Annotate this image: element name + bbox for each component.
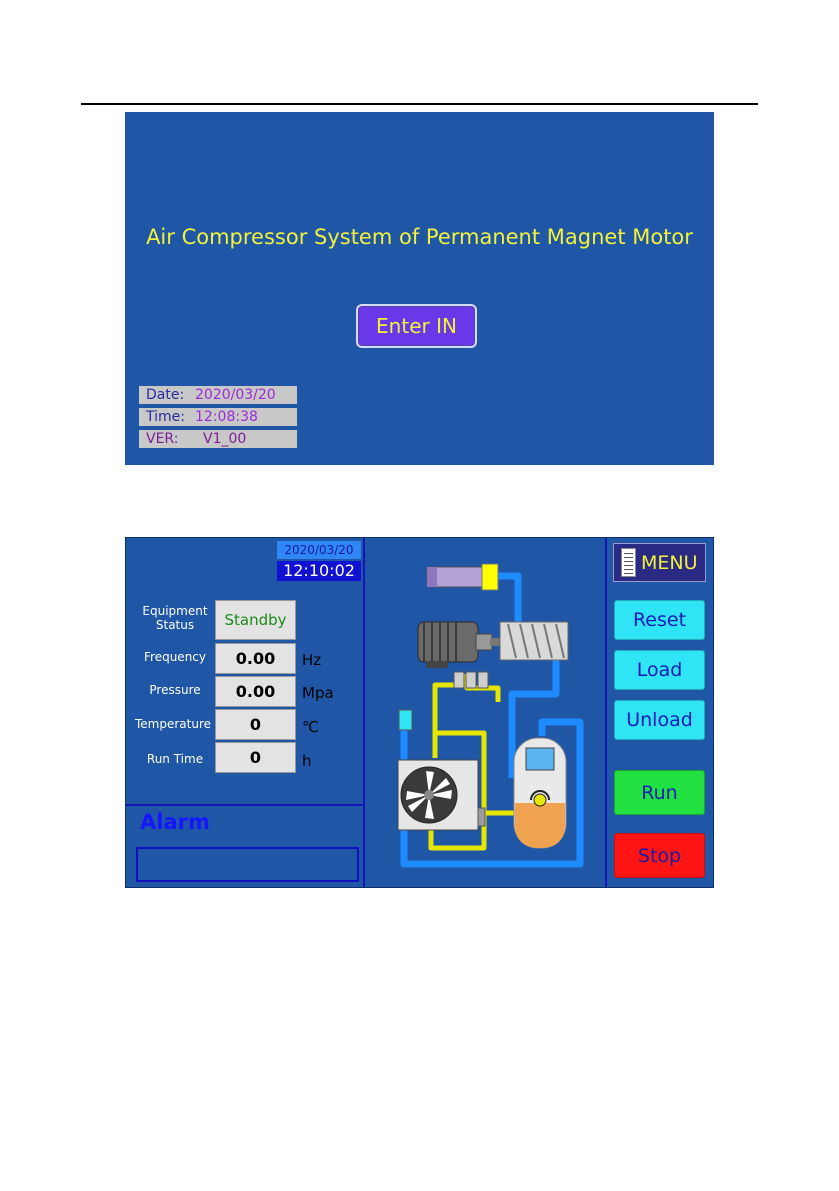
date-row: Date: 2020/03/20 <box>139 386 297 404</box>
frequency-value: 0.00 <box>215 643 296 674</box>
process-diagram <box>366 538 606 887</box>
cooling-fan-icon <box>398 760 485 830</box>
page-header-rule <box>81 103 758 105</box>
motor-icon <box>418 622 500 668</box>
equipment-status-value: Standby <box>215 600 296 640</box>
runtime-unit: h <box>302 752 312 770</box>
frequency-label: Frequency <box>136 650 214 664</box>
date-value: 2020/03/20 <box>195 386 276 404</box>
runtime-value: 0 <box>215 742 296 773</box>
load-button[interactable]: Load <box>614 650 705 690</box>
sensor-icon <box>399 710 412 730</box>
main-date: 2020/03/20 <box>277 541 361 559</box>
valve-icon <box>482 564 498 590</box>
pressure-label: Pressure <box>136 683 214 697</box>
run-button[interactable]: Run <box>614 770 705 815</box>
reset-button[interactable]: Reset <box>614 600 705 640</box>
splash-title: Air Compressor System of Permanent Magne… <box>125 225 714 249</box>
main-screen: 2020/03/20 12:10:02 Equipment Status Sta… <box>125 537 714 888</box>
pressure-value: 0.00 <box>215 676 296 707</box>
equipment-status-label-line2: Status <box>136 618 214 632</box>
stop-button[interactable]: Stop <box>614 833 705 878</box>
version-row: VER: V1_00 <box>139 430 297 448</box>
temperature-unit: ℃ <box>302 718 319 736</box>
time-label: Time: <box>146 408 185 426</box>
screw-compressor-icon <box>500 622 568 660</box>
equipment-status-label-line1: Equipment <box>136 604 214 618</box>
frequency-unit: Hz <box>302 651 321 669</box>
version-value: V1_00 <box>203 430 246 448</box>
date-label: Date: <box>146 386 184 404</box>
air-tank-icon <box>514 738 566 848</box>
alarm-divider <box>126 804 363 806</box>
version-label: VER: <box>146 430 178 448</box>
splash-screen: Air Compressor System of Permanent Magne… <box>125 112 714 465</box>
temperature-value: 0 <box>215 709 296 740</box>
menu-button[interactable]: MENU <box>613 543 706 582</box>
left-divider <box>363 538 365 887</box>
time-row: Time: 12:08:38 <box>139 408 297 426</box>
menu-label: MENU <box>641 552 698 574</box>
equipment-status-label: Equipment Status <box>136 604 214 632</box>
main-time: 12:10:02 <box>277 561 361 581</box>
temperature-label: Temperature <box>131 717 215 731</box>
enter-in-button[interactable]: Enter IN <box>356 304 477 348</box>
document-icon <box>621 548 636 577</box>
unload-button[interactable]: Unload <box>614 700 705 740</box>
pressure-unit: Mpa <box>302 684 334 702</box>
oil-filters-icon <box>454 672 488 688</box>
filter-icon <box>427 567 485 587</box>
runtime-label: Run Time <box>136 752 214 766</box>
alarm-label: Alarm <box>140 810 210 834</box>
alarm-message-box <box>136 847 359 882</box>
time-value: 12:08:38 <box>195 408 258 426</box>
